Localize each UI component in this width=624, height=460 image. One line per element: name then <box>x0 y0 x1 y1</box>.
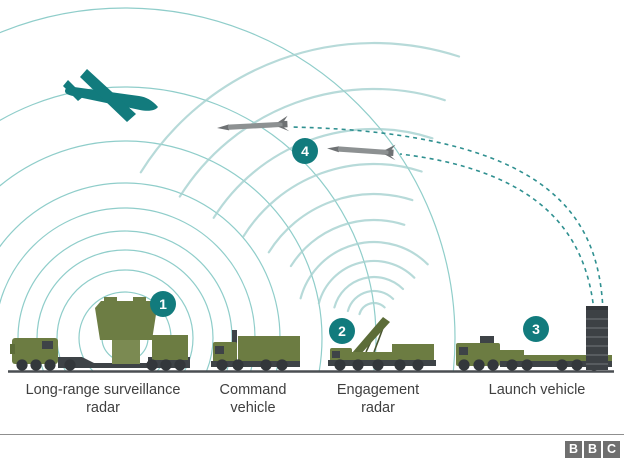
missile-trajectory-paths <box>291 126 604 312</box>
aircraft-icon <box>63 69 158 122</box>
badge-launch-vehicle: 3 <box>523 316 549 342</box>
missile-icon <box>327 144 396 161</box>
badge-missiles: 4 <box>292 138 318 164</box>
label-line: Long-range surveillance <box>25 382 181 398</box>
engagement-radar-beam-arcs-icon <box>139 41 461 316</box>
bbc-logo-block: B <box>565 441 582 458</box>
launch-tubes-icon <box>586 306 608 370</box>
label-line: radar <box>86 400 120 416</box>
launch-vehicle <box>456 306 612 371</box>
command-vehicle <box>211 330 300 371</box>
missile-icon <box>217 115 290 132</box>
label-engagement-radar: Engagement radar <box>337 381 419 417</box>
label-line: Launch vehicle <box>488 382 586 398</box>
label-line: Engagement <box>336 382 420 398</box>
label-surveillance-radar: Long-range surveillance radar <box>26 381 181 417</box>
label-command-vehicle: Command vehicle <box>220 381 287 417</box>
bbc-logo: B B C <box>565 441 620 458</box>
label-line: radar <box>361 400 395 416</box>
label-line: vehicle <box>230 400 276 416</box>
badge-surveillance-radar: 1 <box>150 291 176 317</box>
label-launch-vehicle: Launch vehicle <box>489 381 586 399</box>
badge-engagement-radar: 2 <box>329 318 355 344</box>
label-line: Command <box>219 382 287 398</box>
footer-divider: B B C <box>0 434 624 460</box>
bbc-logo-block: B <box>584 441 601 458</box>
surveillance-radar-vehicle <box>10 297 190 371</box>
engagement-radar-vehicle <box>328 317 436 371</box>
bbc-logo-block: C <box>603 441 620 458</box>
